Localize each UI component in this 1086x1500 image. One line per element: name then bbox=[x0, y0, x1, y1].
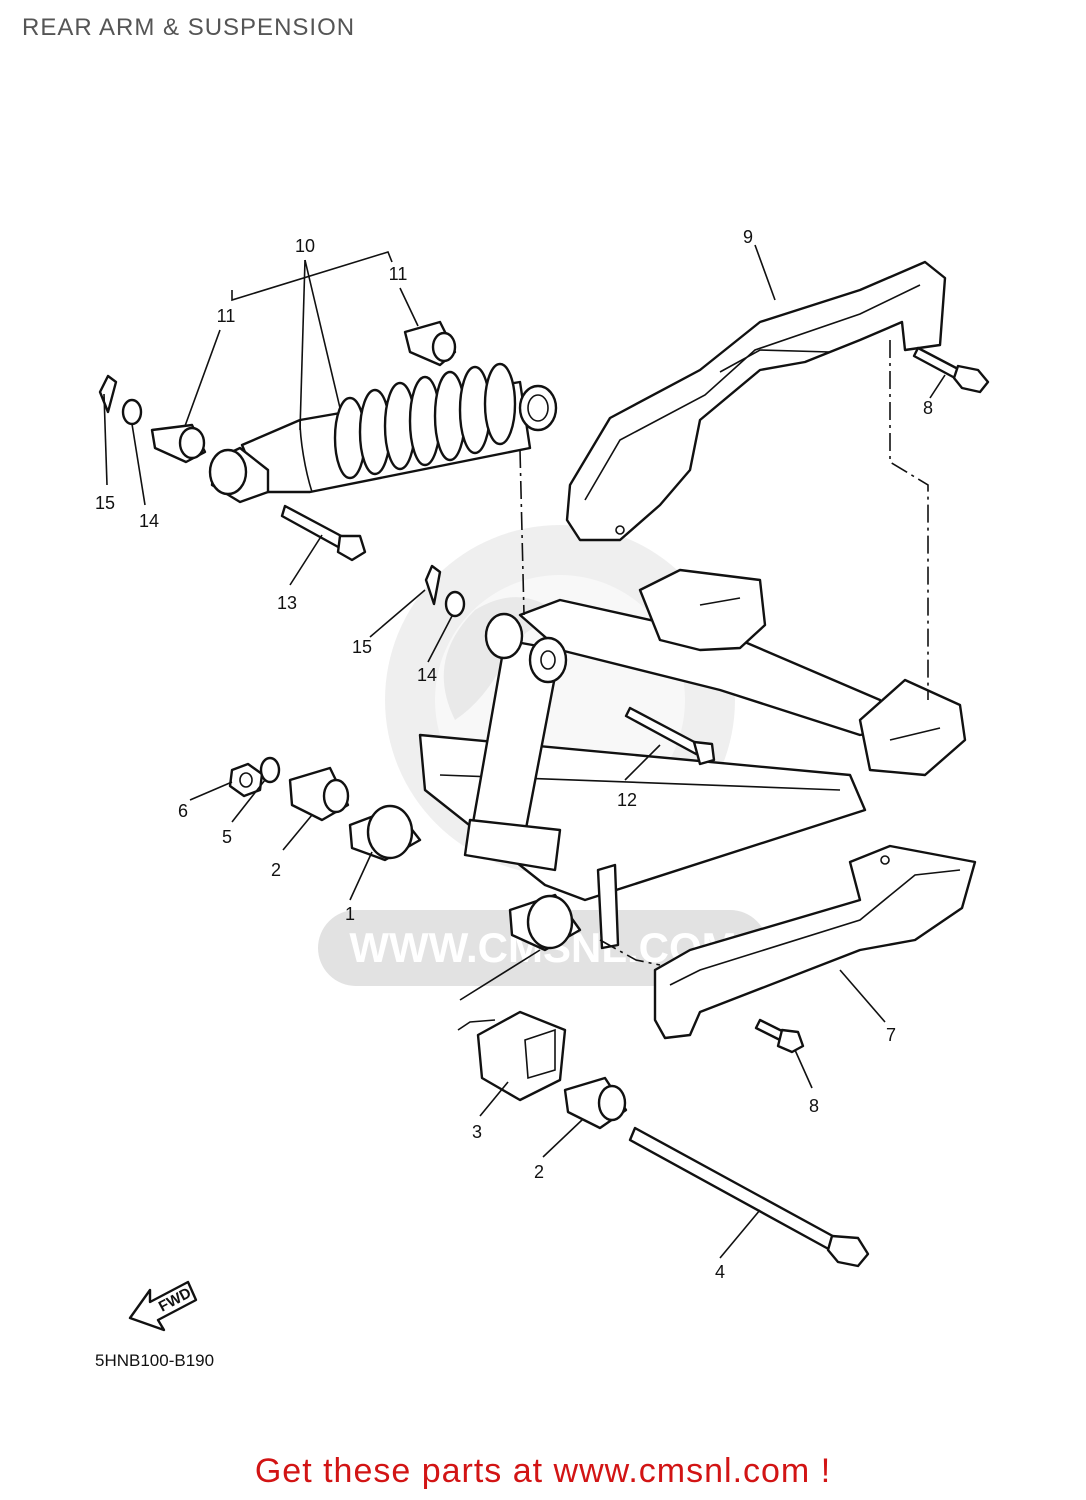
part-bolt-8-lower bbox=[754, 1018, 805, 1054]
part-chain-guard-9 bbox=[565, 260, 947, 542]
part-nut-6 bbox=[228, 762, 264, 798]
callout-15-center: 15 bbox=[352, 637, 372, 657]
callout-4: 4 bbox=[715, 1262, 725, 1282]
callout-8-lower: 8 bbox=[809, 1096, 819, 1116]
part-washer-14-left bbox=[121, 398, 143, 426]
callout-15-left: 15 bbox=[95, 493, 115, 513]
callout-13: 13 bbox=[277, 593, 297, 613]
cta-link[interactable]: Get these parts at www.cmsnl.com ! bbox=[254, 1452, 832, 1490]
part-rear-arm-1 bbox=[348, 568, 967, 952]
callout-14-left: 14 bbox=[139, 511, 159, 531]
part-bushing-2-upper bbox=[288, 766, 350, 822]
part-code: 5HNB100-B190 bbox=[95, 1351, 214, 1370]
callout-12: 12 bbox=[617, 790, 637, 810]
part-cotter-pin-15-center bbox=[424, 564, 442, 606]
part-pin-12 bbox=[624, 706, 716, 766]
callout-5: 5 bbox=[222, 827, 232, 847]
part-shock-absorber-10 bbox=[208, 362, 558, 504]
callout-8-upper: 8 bbox=[923, 398, 933, 418]
parts-diagram: WWW.CMSNL.COM bbox=[95, 227, 990, 1370]
leader-lines bbox=[103, 244, 946, 1259]
callout-6: 6 bbox=[178, 801, 188, 821]
callout-11-left: 11 bbox=[217, 306, 236, 326]
part-cotter-pin-15-left bbox=[98, 374, 118, 414]
callout-3: 3 bbox=[472, 1122, 482, 1142]
callout-2-lower: 2 bbox=[534, 1162, 544, 1182]
part-bolt-13 bbox=[280, 504, 367, 562]
callout-1: 1 bbox=[345, 904, 355, 924]
part-bushing-3 bbox=[476, 1010, 567, 1102]
part-washer-14-center bbox=[444, 590, 466, 618]
callout-10: 10 bbox=[295, 236, 315, 256]
spring-coils bbox=[333, 362, 517, 480]
callout-14-center: 14 bbox=[417, 665, 437, 685]
part-washer-5 bbox=[259, 756, 281, 784]
part-bushing-11 bbox=[150, 320, 457, 464]
page-title: REAR ARM & SUSPENSION bbox=[22, 14, 356, 41]
part-pivot-shaft-4 bbox=[628, 1126, 870, 1268]
callout-7: 7 bbox=[886, 1025, 896, 1045]
callout-11-right: 11 bbox=[389, 264, 408, 284]
callout-9: 9 bbox=[743, 227, 753, 247]
callout-2-upper: 2 bbox=[271, 860, 281, 880]
part-bolt-8-upper bbox=[912, 346, 990, 394]
part-bushing-2-lower bbox=[563, 1076, 628, 1130]
part-chain-guard-7 bbox=[653, 844, 977, 1040]
fwd-arrow-icon: FWD bbox=[128, 1280, 198, 1332]
